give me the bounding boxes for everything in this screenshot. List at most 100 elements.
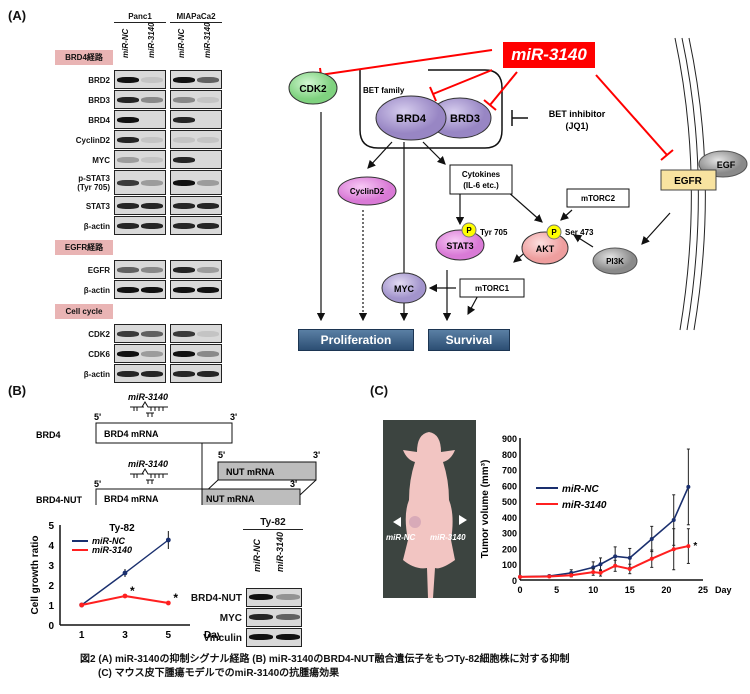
significance-marker: * xyxy=(173,591,178,605)
svg-text:5': 5' xyxy=(94,479,101,489)
survival-box: Survival xyxy=(428,329,510,351)
protein-band xyxy=(173,330,195,337)
x-tick-label: 3 xyxy=(122,630,128,641)
y-tick-label: 0 xyxy=(512,576,517,586)
y-tick-label: 3 xyxy=(48,561,54,572)
blot-strip xyxy=(114,344,166,363)
data-point xyxy=(649,556,654,561)
data-point xyxy=(671,518,676,523)
data-point xyxy=(613,563,618,568)
blot-strip xyxy=(170,196,222,215)
protein-band xyxy=(117,156,139,163)
nut-mrna-box xyxy=(217,461,317,481)
svg-text:3': 3' xyxy=(290,479,297,489)
protein-band xyxy=(141,136,163,143)
data-point xyxy=(686,544,691,549)
cyclind2-node: CyclinD2 xyxy=(337,176,397,206)
y-tick-label: 600 xyxy=(502,481,517,491)
svg-text:P: P xyxy=(466,226,472,235)
brd4-node: BRD4 xyxy=(375,95,447,141)
y-tick-label: 800 xyxy=(502,450,517,460)
data-point xyxy=(671,547,676,552)
x-tick-label: 1 xyxy=(79,630,85,641)
section-tag: Cell cycle xyxy=(55,304,113,319)
protein-band xyxy=(276,614,300,620)
protein-band xyxy=(141,350,163,357)
legend-label: miR-NC xyxy=(562,484,599,495)
data-point xyxy=(598,570,603,575)
figure-caption-line-2: (C) マウス皮下腫瘍モデルでのmiR-3140の抗腫瘍効果 xyxy=(98,668,340,679)
data-point xyxy=(627,566,632,571)
section-tag: BRD4経路 xyxy=(55,50,113,65)
x-tick-label: 25 xyxy=(698,585,708,595)
bet-inhibitor-label: BET inhibitor xyxy=(549,109,606,119)
protein-band xyxy=(173,286,195,293)
protein-band xyxy=(141,96,163,103)
protein-band xyxy=(197,370,219,377)
ty82-divider xyxy=(243,529,303,530)
protein-band xyxy=(197,350,219,357)
figure-caption-line-1: 図2 (A) miR-3140の抑制シグナル経路 (B) miR-3140のBR… xyxy=(80,654,570,665)
svg-text:3': 3' xyxy=(230,412,237,422)
blot-row-label: MYC xyxy=(92,156,110,165)
protein-band xyxy=(197,330,219,337)
svg-text:AKT: AKT xyxy=(536,244,555,254)
protein-band xyxy=(173,179,195,186)
blot-strip xyxy=(170,364,222,383)
blot-strip xyxy=(170,344,222,363)
svg-text:CyclinD2: CyclinD2 xyxy=(350,187,385,196)
mtorc1-box: mTORC1 xyxy=(459,278,525,298)
blot-strip xyxy=(246,588,302,607)
blot-row-label: CDK6 xyxy=(88,350,110,359)
svg-text:mTORC1: mTORC1 xyxy=(475,284,510,293)
blot-strip xyxy=(170,324,222,343)
protein-band xyxy=(117,116,139,123)
arrowhead-icon xyxy=(393,517,401,527)
protein-band xyxy=(249,594,273,600)
x-tick-label: 0 xyxy=(517,585,522,595)
protein-band xyxy=(117,136,139,143)
blot-strip xyxy=(114,130,166,149)
protein-band xyxy=(117,266,139,273)
protein-band xyxy=(197,96,219,103)
blot-row-label: β-actin xyxy=(83,370,110,379)
protein-band xyxy=(249,614,273,620)
blot-row-label: BRD4 xyxy=(88,116,110,125)
panel-c-label: (C) xyxy=(370,383,389,398)
legend-label: miR-3140 xyxy=(562,500,607,511)
protein-band xyxy=(173,76,195,83)
protein-band xyxy=(117,179,139,186)
y-tick-label: 400 xyxy=(502,513,517,523)
svg-text:Cytokines: Cytokines xyxy=(462,170,501,179)
svg-text:EGF: EGF xyxy=(717,160,736,170)
data-point xyxy=(613,554,618,559)
protein-band xyxy=(197,266,219,273)
blot-strip xyxy=(170,216,222,235)
protein-band xyxy=(117,350,139,357)
y-axis-label: Cell growth ratio xyxy=(30,536,41,615)
blot-strip xyxy=(114,364,166,383)
protein-band xyxy=(117,202,139,209)
mir-label: miR-3140 xyxy=(128,392,168,402)
y-tick-label: 200 xyxy=(502,544,517,554)
blot-strip xyxy=(114,150,166,169)
ser473-label: Ser 473 xyxy=(565,228,594,237)
protein-band xyxy=(276,634,300,640)
blot-strip xyxy=(170,260,222,279)
blot-row-label: BRD4-NUT xyxy=(190,593,242,604)
svg-text:STAT3: STAT3 xyxy=(446,241,473,251)
lane-label: miR-3140 xyxy=(203,22,212,58)
protein-band xyxy=(197,76,219,83)
brd4-row-label: BRD4 xyxy=(36,430,61,440)
panel-b-label: (B) xyxy=(8,383,27,398)
y-tick-label: 5 xyxy=(48,521,54,532)
mouse-photo: miR-NC miR-3140 xyxy=(383,420,476,598)
protein-band xyxy=(197,179,219,186)
brd4-mrna-box xyxy=(95,422,233,444)
svg-text:(IL-6 etc.): (IL-6 etc.) xyxy=(463,181,499,190)
blot-row-label: MYC xyxy=(219,613,242,624)
x-tick-label: 20 xyxy=(661,585,671,595)
brd4-nut-row-label: BRD4-NUT xyxy=(36,495,83,505)
x-axis-label: Day xyxy=(715,585,732,595)
